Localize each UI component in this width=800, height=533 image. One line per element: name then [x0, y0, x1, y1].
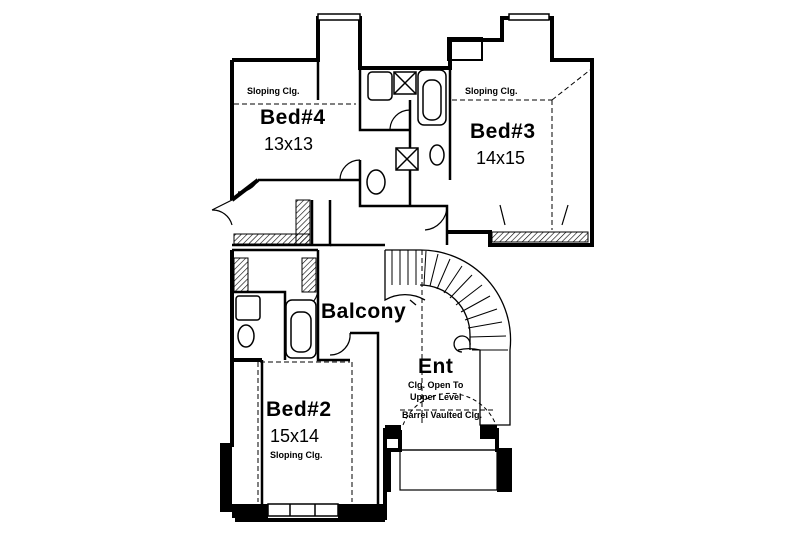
bed3-ceiling-label: Sloping Clg.: [465, 86, 518, 96]
bed4-size-label: 13x13: [264, 134, 314, 154]
sloping-ceiling-lines: [234, 69, 591, 502]
barrel-vault-arc: [402, 392, 497, 426]
bed4-name-label: Bed#4: [260, 106, 326, 129]
bed2-name-label: Bed#2: [266, 398, 332, 421]
bed3-name-label: Bed#3: [470, 120, 536, 143]
bed4-ceiling-label: Sloping Clg.: [247, 86, 300, 96]
entry-porch: [399, 449, 498, 491]
entry-ceiling-note-2: Upper Level: [410, 392, 462, 402]
bed2-ceiling-label: Sloping Clg.: [270, 450, 323, 460]
entry-vault-note: Barrel Vaulted Clg.: [402, 410, 483, 420]
wall-blocks: [222, 425, 510, 518]
bed2-size-label: 15x14: [270, 426, 320, 446]
windows: [267, 13, 550, 517]
balcony-label: Balcony: [321, 300, 407, 323]
bath-fixtures: [235, 69, 447, 359]
entry-ceiling-note-1: Clg. Open To: [408, 380, 464, 390]
entry-label: Ent: [418, 355, 454, 378]
railings: [233, 199, 589, 293]
bed3-size-label: 14x15: [476, 148, 526, 168]
spiral-staircase: [384, 249, 512, 426]
